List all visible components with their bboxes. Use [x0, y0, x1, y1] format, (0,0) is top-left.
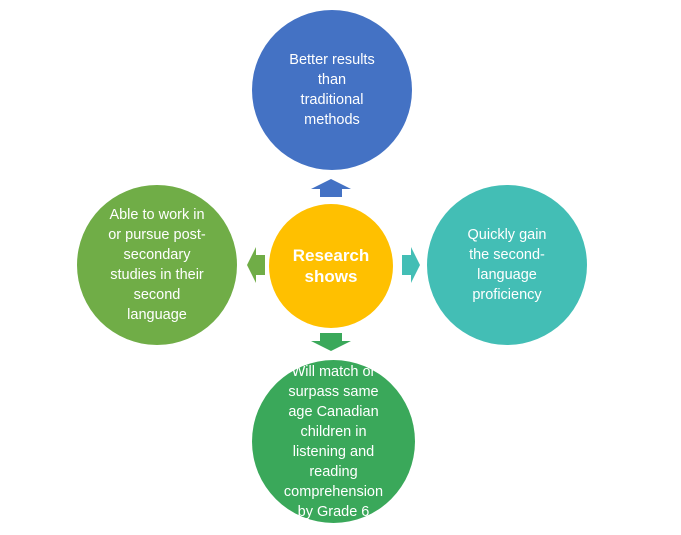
outcome-label-right: Quickly gain the second- language profic…: [467, 227, 547, 303]
arrow-left-icon: [247, 247, 265, 283]
outcome-circle-top: Better results than traditional methods: [252, 10, 412, 170]
arrow-down-icon: [311, 333, 351, 351]
center-label: Research shows: [292, 246, 370, 286]
arrow-right-icon: [402, 247, 420, 283]
outcome-label-bottom: Will match or surpass same age Canadian …: [283, 363, 384, 520]
outcome-label-left: Able to work in or pursue post- secondar…: [108, 207, 206, 323]
outcome-circle-bottom: Will match or surpass same age Canadian …: [252, 360, 415, 523]
outcome-circle-left: Able to work in or pursue post- secondar…: [77, 185, 237, 345]
center-circle: Research shows: [269, 204, 393, 328]
arrow-up-icon: [311, 179, 351, 197]
outcome-label-top: Better results than traditional methods: [289, 52, 375, 128]
outcome-circle-right: Quickly gain the second- language profic…: [427, 185, 587, 345]
